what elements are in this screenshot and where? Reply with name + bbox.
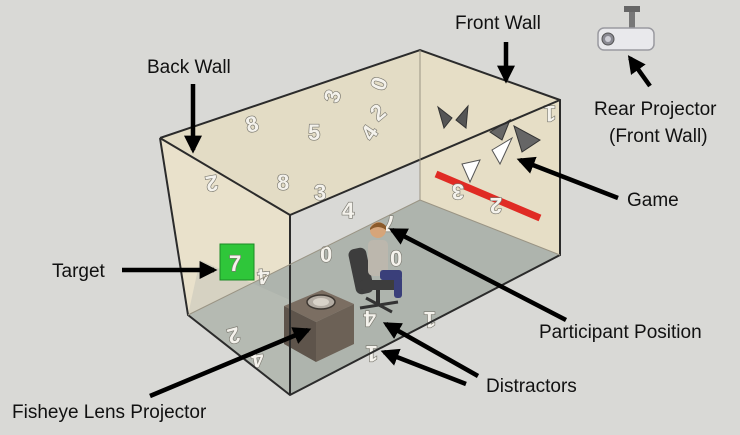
wall-digit: 0 <box>320 242 332 267</box>
arrow-participant <box>388 228 568 322</box>
projector-body <box>597 27 655 51</box>
fisheye-projector <box>284 290 354 362</box>
participant <box>348 222 402 314</box>
projector-right <box>316 304 354 362</box>
chair-seat <box>360 280 400 290</box>
label-front-wall: Front Wall <box>455 13 541 34</box>
arrow-distractor-2 <box>380 348 467 387</box>
arrow-rear-projector <box>627 55 652 88</box>
target-square <box>219 243 255 281</box>
arrow-fisheye <box>149 327 312 399</box>
front-wall <box>420 50 560 255</box>
wall-digit: 2 <box>490 193 502 218</box>
game-arrow <box>437 105 453 130</box>
shins <box>394 276 402 298</box>
annotation-arrows <box>122 42 652 399</box>
floor-shade <box>188 260 290 395</box>
game-arrow <box>513 124 541 153</box>
target-marker: 7 <box>219 243 255 281</box>
label-participant-position: Participant Position <box>539 322 702 343</box>
chair-leg <box>365 296 393 314</box>
game-arrow <box>455 104 469 129</box>
label-rear-projector: Rear Projector <box>594 99 717 120</box>
game-arrow <box>491 136 514 166</box>
wall-digit: 5 <box>308 120 320 145</box>
game-arrow <box>461 159 481 184</box>
label-rear-projector-sub: (Front Wall) <box>609 126 708 147</box>
label-target: Target <box>52 261 106 282</box>
hair <box>370 222 386 230</box>
rear-projector-icon <box>597 6 655 51</box>
wall-digit: 2 <box>204 170 220 197</box>
wall-digit: 1 <box>544 101 556 126</box>
wall-digit: 4 <box>256 264 271 290</box>
wall-digit: 4 <box>342 198 355 223</box>
label-fisheye-projector: Fisheye Lens Projector <box>12 402 207 423</box>
label-back-wall: Back Wall <box>147 57 231 78</box>
room <box>160 50 560 395</box>
projector-lens-inner <box>313 298 329 306</box>
target-digit: 7 <box>229 251 241 276</box>
wall-digit: 0 <box>390 246 402 271</box>
labels: Front Wall Back Wall Rear Projector (Fro… <box>12 13 717 423</box>
distractor-digit: 1 <box>424 307 436 332</box>
floor <box>188 200 560 395</box>
torso <box>368 240 388 276</box>
label-distractors: Distractors <box>486 376 577 397</box>
arrow-distractor-1 <box>382 322 480 378</box>
wall-digit: 8 <box>277 170 289 195</box>
room-edges <box>159 48 561 397</box>
game-bar <box>434 170 542 222</box>
wall-digit: 3 <box>314 180 326 205</box>
distractor-digit: 4 <box>363 306 376 331</box>
wall-digit: 3 <box>452 179 464 204</box>
arrow-game <box>516 156 619 201</box>
label-game: Game <box>627 190 679 211</box>
